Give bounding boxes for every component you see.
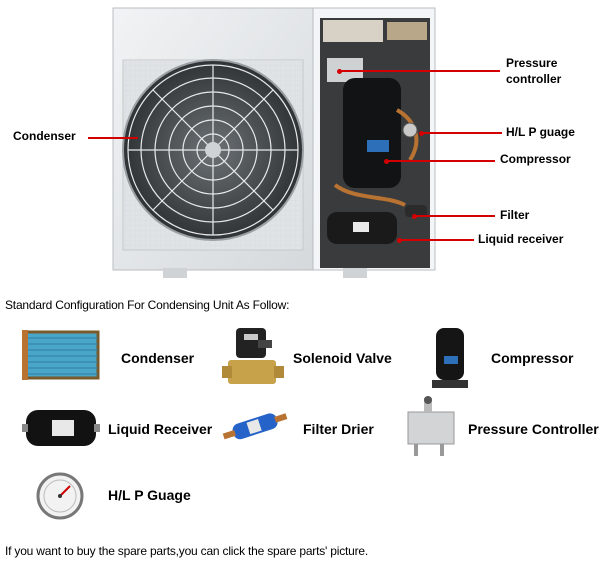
callout-dot-hl-gauge <box>419 131 424 136</box>
part-label-liquid-receiver[interactable]: Liquid Receiver <box>108 421 213 437</box>
callout-line-compressor <box>387 160 495 162</box>
callout-line-filter <box>415 215 495 217</box>
part-label-compressor[interactable]: Compressor <box>491 350 574 366</box>
pressure-controller-icon[interactable] <box>400 396 462 460</box>
part-label-condenser[interactable]: Condenser <box>121 350 195 366</box>
footer-note: If you want to buy the spare parts,you c… <box>5 544 369 558</box>
filter-drier-icon[interactable] <box>220 406 292 446</box>
callout-line-hl-gauge <box>422 132 502 134</box>
callout-dot-filter <box>412 214 417 219</box>
callout-liquid-receiver: Liquid receiver <box>478 232 564 246</box>
condensing-unit-illustration <box>112 7 436 278</box>
part-label-hl-gauge[interactable]: H/L P Guage <box>108 487 191 503</box>
part-label-pressure-controller[interactable]: Pressure Controller <box>468 421 599 437</box>
callout-line-condenser <box>88 137 138 139</box>
callout-filter: Filter <box>500 208 530 222</box>
part-label-filter-drier[interactable]: Filter Drier <box>303 421 374 437</box>
callout-pressure-controller-line1: Pressure <box>506 56 558 70</box>
callout-dot-liquid-receiver <box>397 238 402 243</box>
callout-condenser: Condenser <box>13 129 76 143</box>
callout-line-pressure-controller <box>340 70 500 72</box>
pressure-gauge-icon[interactable] <box>36 472 84 520</box>
callout-hl-gauge: H/L P guage <box>506 125 575 139</box>
liquid-receiver-icon[interactable] <box>22 402 100 454</box>
configuration-heading: Standard Configuration For Condensing Un… <box>5 298 290 312</box>
callout-line-liquid-receiver <box>400 239 474 241</box>
compressor-icon[interactable] <box>430 326 470 390</box>
callout-compressor: Compressor <box>500 152 571 166</box>
callout-pressure-controller-line2: controller <box>506 72 562 86</box>
condenser-coil-icon[interactable] <box>22 328 102 382</box>
callout-dot-compressor <box>384 159 389 164</box>
solenoid-valve-icon[interactable] <box>222 326 284 390</box>
part-label-solenoid-valve[interactable]: Solenoid Valve <box>293 350 392 366</box>
callout-dot-pressure-controller <box>337 69 342 74</box>
